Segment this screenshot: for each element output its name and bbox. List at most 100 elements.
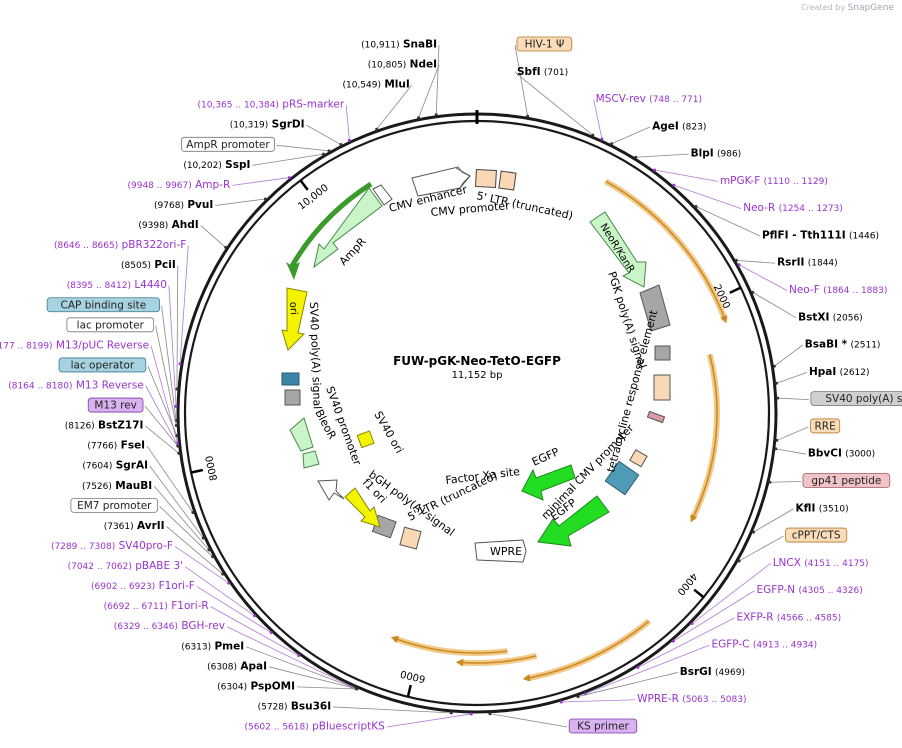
feature-tag[interactable]: lac operator xyxy=(58,357,147,373)
sv40-polya-box-left[interactable] xyxy=(284,389,301,406)
enzyme-label[interactable]: (7361) AvrII xyxy=(104,520,165,532)
ltr-bottom-box[interactable] xyxy=(399,526,422,550)
feature-tag[interactable]: SV40 poly(A) signal xyxy=(810,391,902,407)
enzyme-label[interactable]: BsrGI (4969) xyxy=(680,666,745,678)
lac-region-box[interactable] xyxy=(281,372,300,386)
enzyme-label[interactable]: (5728) Bsu36I xyxy=(258,700,332,712)
egfp-arrow-2[interactable] xyxy=(537,495,610,547)
enzyme-label[interactable]: (7604) SgrAI xyxy=(82,460,148,472)
enzyme-label[interactable]: (6313) PmeI xyxy=(181,640,244,652)
primer-label[interactable]: Neo-F (1864 .. 1883) xyxy=(789,284,887,296)
primer-label[interactable]: (7042 .. 7062) pBABE 3' xyxy=(68,560,183,572)
enzyme-label[interactable]: SbfI (701) xyxy=(517,66,568,78)
site-dot xyxy=(417,116,421,120)
feature-tag-box xyxy=(802,473,891,488)
feature-tag[interactable]: CAP binding site xyxy=(46,297,160,313)
enzyme-label[interactable]: BstXI (2056) xyxy=(798,311,863,323)
neor-arrow[interactable] xyxy=(589,211,647,288)
enzyme-label[interactable]: BlpI (986) xyxy=(691,148,742,160)
enzyme-label[interactable]: BsaBI * (2511) xyxy=(805,339,881,351)
egfp-arrow-1[interactable] xyxy=(521,464,576,501)
primer-label[interactable]: (6692 .. 6711) F1ori-R xyxy=(104,600,209,612)
primer-label[interactable]: (8395 .. 8412) L4440 xyxy=(67,279,167,291)
primer-label[interactable]: mPGK-F (1110 .. 1129) xyxy=(720,175,828,187)
site-position: (7361) xyxy=(104,522,134,532)
feature-tag[interactable]: RRE xyxy=(810,418,841,434)
primer-label[interactable]: EGFP-N (4305 .. 4326) xyxy=(757,584,863,596)
enzyme-label[interactable]: HpaI (2612) xyxy=(809,366,870,378)
enzyme-label[interactable]: (7766) FseI xyxy=(87,440,145,452)
sv40-polya-box-right[interactable] xyxy=(654,345,671,361)
site-position: (6313) xyxy=(181,642,211,652)
enzyme-label[interactable]: (10,805) NdeI xyxy=(368,59,437,71)
leader-line xyxy=(210,606,299,656)
enzyme-label[interactable]: (6308) ApaI xyxy=(207,660,267,672)
site-text: (7604) SgrAI xyxy=(82,460,148,472)
site-dot xyxy=(297,654,301,658)
primer-label[interactable]: WPRE-R (5063 .. 5083) xyxy=(637,693,746,705)
rre-box[interactable] xyxy=(653,374,671,401)
primer-label[interactable]: (10,365 .. 10,384) pRS-marker xyxy=(198,99,345,111)
primer-label[interactable]: (5602 .. 5618) pBluescriptKS xyxy=(244,721,385,733)
plasmid-title: FUW-pGK-Neo-TetO-EGFP xyxy=(393,354,561,368)
primer-label[interactable]: (6902 .. 6923) F1ori-F xyxy=(91,580,195,592)
ori-arrow[interactable] xyxy=(281,287,308,351)
primer-label[interactable]: EGFP-C (4913 .. 4934) xyxy=(711,639,817,651)
site-dot xyxy=(211,555,215,559)
primer-label[interactable]: Neo-R (1254 .. 1273) xyxy=(743,202,843,214)
primer-label[interactable]: (8646 .. 8665) pBR322ori-F xyxy=(54,239,186,251)
ampr-promoter-arrow[interactable] xyxy=(372,184,393,206)
enzyme-label[interactable]: (7526) MauBI xyxy=(82,480,152,492)
wpre-arrow[interactable] xyxy=(474,539,527,563)
cppt-box[interactable] xyxy=(629,449,648,468)
site-position: (4969) xyxy=(715,668,745,678)
site-dot xyxy=(375,127,379,131)
enzyme-label[interactable]: (10,202) SspI xyxy=(183,159,250,171)
feature-tag[interactable]: AmpR promoter xyxy=(181,136,276,152)
site-text: mPGK-F (1110 .. 1129) xyxy=(720,175,828,187)
enzyme-label[interactable]: (10,549) MluI xyxy=(342,79,409,91)
ampr-arrow[interactable] xyxy=(313,187,383,269)
feature-tag[interactable]: HIV-1 Ψ xyxy=(516,36,573,52)
enzyme-label[interactable]: PflFI - Tth111I (1446) xyxy=(762,229,879,241)
primer-label[interactable]: (7289 .. 7308) SV40pro-F xyxy=(51,540,173,552)
primer-label[interactable]: LNCX (4151 .. 4175) xyxy=(773,557,869,569)
enzyme-label[interactable]: (8505) PciI xyxy=(121,259,176,271)
enzyme-label[interactable]: RsrII (1844) xyxy=(777,257,838,269)
site-text: (8126) BstZ17I xyxy=(65,420,144,432)
gp41-box[interactable] xyxy=(646,410,666,424)
enzyme-label[interactable]: (9768) PvuI xyxy=(154,199,213,211)
ltr-top-box-2[interactable] xyxy=(498,170,517,191)
feature-tag[interactable]: KS primer xyxy=(568,718,638,734)
primer-label[interactable]: (8177 .. 8199) M13/pUC Reverse xyxy=(0,339,149,351)
feature-tag[interactable]: lac promoter xyxy=(66,317,155,333)
enzyme-label[interactable]: (10,319) SgrDI xyxy=(230,119,305,131)
enzyme-label[interactable]: (10,911) SnaBI xyxy=(361,39,437,51)
site-position: (4566 .. 4585) xyxy=(777,613,841,623)
feature-tag[interactable]: cPPT/CTS xyxy=(785,527,848,543)
enzyme-label[interactable]: (6304) PspOMI xyxy=(217,680,295,692)
ltr-top-box-1[interactable] xyxy=(475,168,497,189)
site-name: F1ori-R xyxy=(171,600,208,612)
primer-label[interactable]: EXFP-R (4566 .. 4585) xyxy=(736,611,841,623)
feature-tag[interactable]: M13 rev xyxy=(87,397,144,413)
enzyme-label[interactable]: BbvCI (3000) xyxy=(808,448,875,460)
enzyme-label[interactable]: AgeI (823) xyxy=(652,120,706,132)
primer-label[interactable]: MSCV-rev (748 .. 771) xyxy=(596,93,702,105)
feature-tag[interactable]: EM7 promoter xyxy=(70,497,159,513)
primer-label[interactable]: (9948 .. 9967) Amp-R xyxy=(127,179,230,191)
feature-tag[interactable]: gp41 peptide xyxy=(802,473,891,488)
tre-box[interactable] xyxy=(604,460,640,496)
enzyme-label[interactable]: (8126) BstZ17I xyxy=(65,420,144,432)
enzyme-label[interactable]: KflI (3510) xyxy=(796,502,849,514)
primer-label[interactable]: (6329 .. 6346) BGH-rev xyxy=(114,620,225,632)
feature-tag-box xyxy=(785,527,848,543)
f1-ori-arrow[interactable] xyxy=(344,487,381,528)
sv40-promoter-arrow[interactable] xyxy=(317,479,345,501)
primer-label[interactable]: (8164 .. 8180) M13 Reverse xyxy=(8,380,144,392)
pgk-polya-box[interactable] xyxy=(639,284,671,332)
enzyme-label[interactable]: (9398) AhdI xyxy=(138,219,198,231)
bleor-arrow[interactable] xyxy=(302,450,320,469)
site-text: (10,911) SnaBI xyxy=(361,39,437,51)
sv40-ori-box[interactable] xyxy=(356,430,375,449)
